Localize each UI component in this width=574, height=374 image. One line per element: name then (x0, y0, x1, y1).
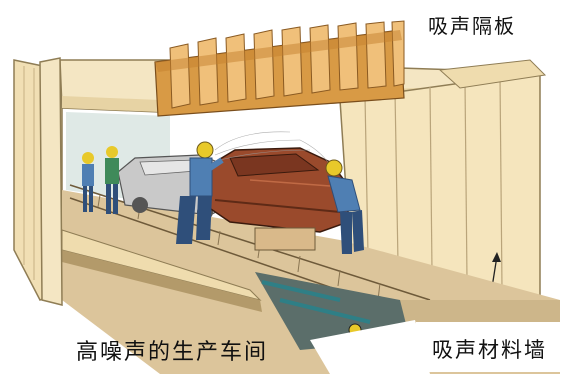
noisy-workshop-label: 高噪声的生产车间 (76, 340, 269, 365)
worker-far-left (82, 152, 94, 212)
sound-absorbing-wall-label: 吸声材料墙 (432, 338, 547, 362)
sound-absorbing-panels (154, 20, 405, 117)
sound-absorbing-panel-label: 吸声隔板 (428, 14, 516, 38)
worker-spraying (176, 141, 224, 244)
worker-right (325, 159, 364, 254)
wall-label-background (416, 322, 572, 372)
front-pillar (39, 57, 63, 306)
car-body (204, 147, 349, 251)
worker-green (105, 146, 119, 214)
